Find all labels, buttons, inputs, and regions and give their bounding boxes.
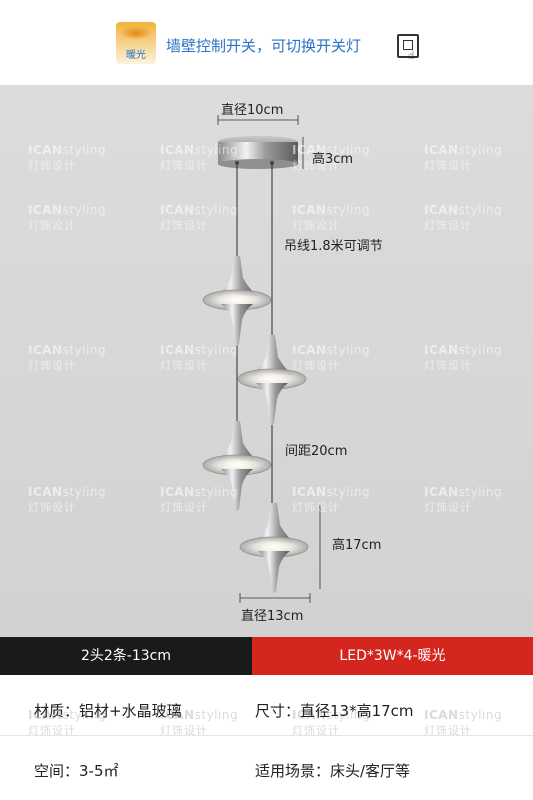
warm-light-badge: 暖光 <box>116 22 156 64</box>
space-info: 空间：3-5㎡ <box>34 762 119 780</box>
material-info: 材质：铝材+水晶玻璃 <box>34 702 182 720</box>
spec-bar: 2头2条-13cm LED*3W*4-暖光 <box>0 637 533 675</box>
scene-info: 适用场景：床头/客厅等 <box>255 762 411 780</box>
warm-light-label: 暖光 <box>126 50 146 61</box>
cable-length-label: 吊线1.8米可调节 <box>284 239 383 254</box>
top-banner: 暖光 墙壁控制开关，可切换开关灯 ☝ <box>0 0 533 85</box>
spacing-label: 间距20cm <box>285 444 348 459</box>
spec-light-source: LED*3W*4-暖光 <box>252 637 533 675</box>
spec-configuration: 2头2条-13cm <box>0 637 252 675</box>
pendant-lamp-illustration <box>202 115 321 603</box>
canopy-height-label: 高3cm <box>312 152 354 167</box>
size-info: 尺寸：直径13*高17cm <box>255 702 414 720</box>
wall-switch-icon: ☝ <box>397 34 419 61</box>
canopy-diameter-label: 直径10cm <box>221 103 284 118</box>
shade-diameter-label: 直径13cm <box>241 609 304 624</box>
divider <box>0 735 533 736</box>
switch-control-text: 墙壁控制开关，可切换开关灯 <box>166 37 362 55</box>
shade-height-label: 高17cm <box>332 538 382 553</box>
warm-glow-icon <box>120 26 152 40</box>
